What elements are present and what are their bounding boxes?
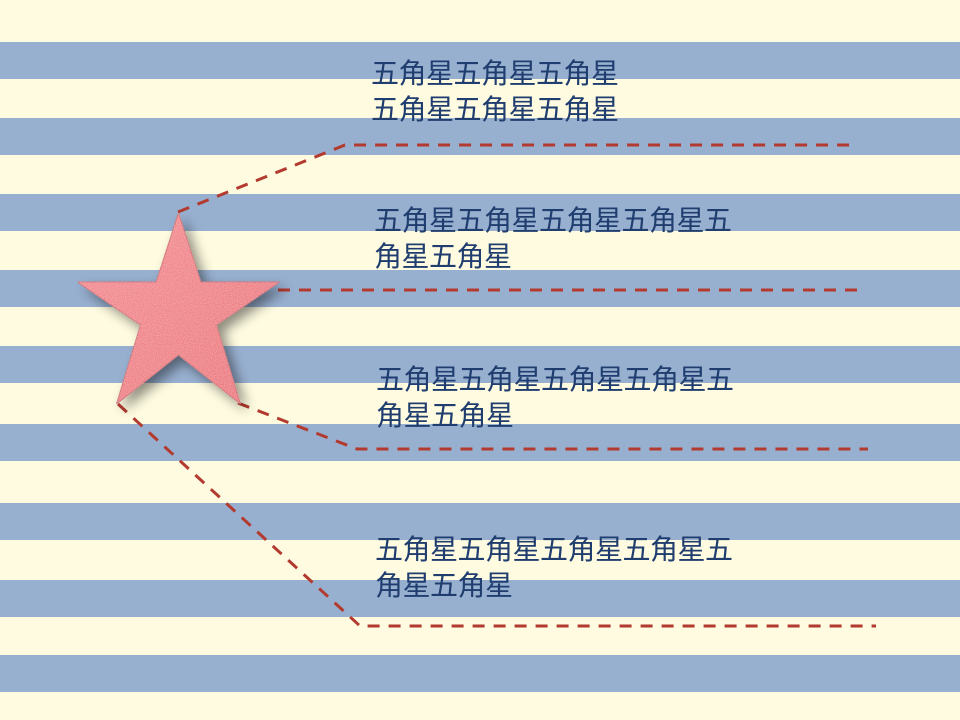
background-stripe [0, 118, 960, 155]
callout-line: 五角星五角星五角星五角星五 [375, 533, 733, 566]
callout-line: 五角星五角星五角星 [371, 93, 619, 126]
callout-line: 五角星五角星五角星五角星五 [376, 363, 734, 396]
callout-line: 五角星五角星五角星 [371, 57, 619, 90]
callout-text-2: 五角星五角星五角星五角星五 角星五角星 [374, 203, 732, 275]
callout-line: 五角星五角星五角星五角星五 [374, 204, 732, 237]
callout-line: 角星五角星 [376, 399, 514, 432]
leader-line-4 [116, 402, 876, 628]
callout-line: 角星五角星 [374, 240, 512, 273]
background-stripe [0, 655, 960, 692]
background-stripe [0, 424, 960, 461]
background-stripe [0, 42, 960, 79]
callout-text-3: 五角星五角星五角星五角星五 角星五角星 [376, 362, 734, 434]
red-star-icon [75, 211, 282, 406]
callout-text-1: 五角星五角星五角星 五角星五角星五角星 [371, 56, 619, 128]
leader-line-3 [237, 401, 868, 451]
callout-line: 角星五角星 [375, 569, 513, 602]
background-stripe [0, 503, 960, 540]
leader-line-1 [177, 143, 858, 214]
background-stripe [0, 580, 960, 617]
callout-text-4: 五角星五角星五角星五角星五 角星五角星 [375, 532, 733, 604]
background-stripe [0, 194, 960, 231]
